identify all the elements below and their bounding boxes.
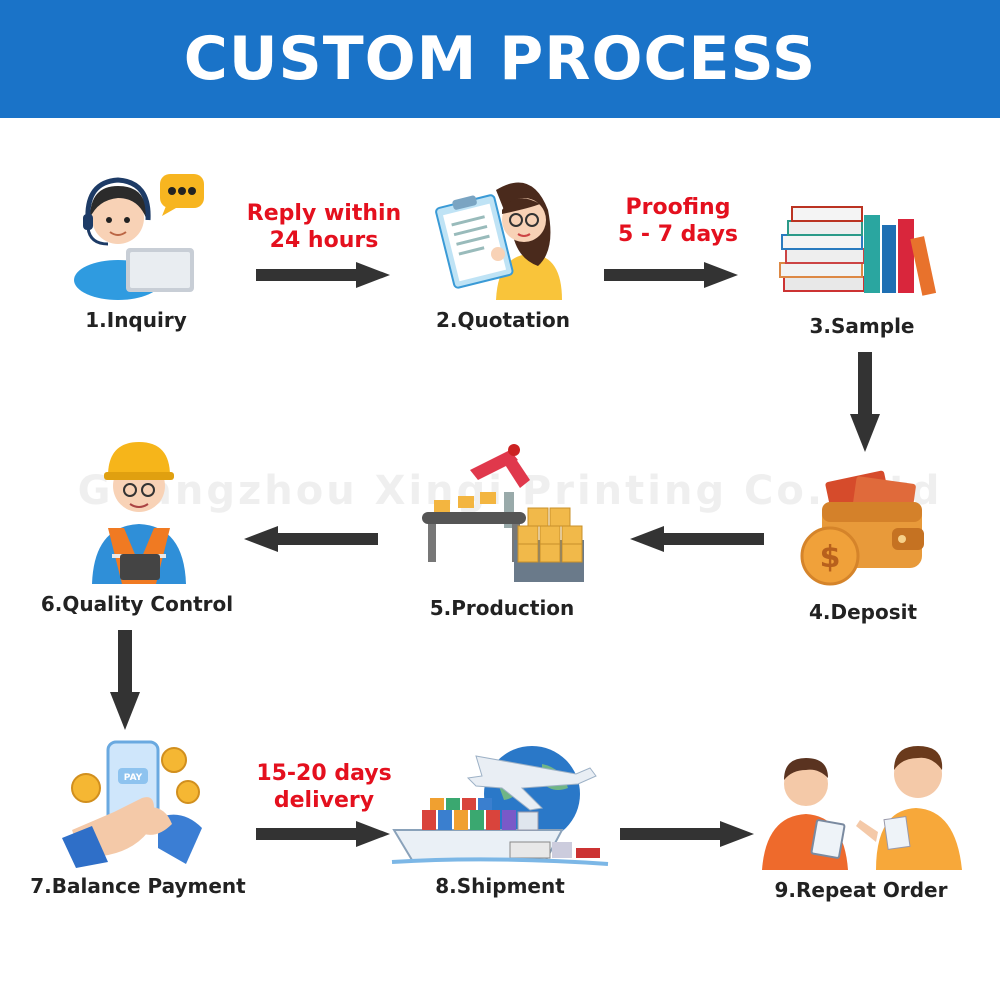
production-line-icon [422,444,584,582]
note-delivery-time: 15-20 days delivery [236,760,412,814]
note-proofing-time: Proofing 5 - 7 days [590,194,766,248]
arrow-down-2 [110,630,140,730]
arrow-left-1 [630,526,764,552]
wallet-deposit-icon: $ [800,470,924,586]
note-reply-line1: Reply within [246,201,402,226]
arrow-right-3 [256,821,390,847]
note-reply-line2: 24 hours [269,228,379,253]
step-label-quotation: 2.Quotation [436,308,570,332]
header-banner: CUSTOM PROCESS [0,0,1000,118]
quotation-clipboard-icon [435,182,562,300]
arrow-left-2 [244,526,378,552]
books-sample-icon [779,206,937,296]
step-label-balance-payment: 7.Balance Payment [30,874,246,898]
page-title: CUSTOM PROCESS [183,24,817,94]
arrow-right-2 [604,262,738,288]
handshake-meeting-icon [762,746,962,870]
step-label-quality-control: 6.Quality Control [40,592,234,616]
note-delivery-line2: delivery [273,788,375,813]
svg-text:$: $ [820,540,841,575]
arrow-right-4 [620,821,754,847]
step-label-repeat-order: 9.Repeat Order [774,878,948,902]
shipment-icon [391,746,609,866]
arrow-down-1 [850,352,880,452]
step-label-sample: 3.Sample [809,314,915,338]
step-label-inquiry: 1.Inquiry [85,308,187,332]
note-delivery-line1: 15-20 days [256,761,392,786]
step-label-deposit: 4.Deposit [808,600,918,624]
customer-service-icon [74,174,204,300]
mobile-payment-icon: PAY [62,740,202,868]
quality-inspector-icon [92,442,186,584]
note-reply-time: Reply within 24 hours [236,200,412,254]
step-label-production: 5.Production [429,596,575,620]
note-proofing-line2: 5 - 7 days [617,222,739,247]
note-proofing-line1: Proofing [625,195,731,220]
step-label-shipment: 8.Shipment [435,874,565,898]
svg-text:PAY: PAY [124,773,143,783]
arrow-right-1 [256,262,390,288]
